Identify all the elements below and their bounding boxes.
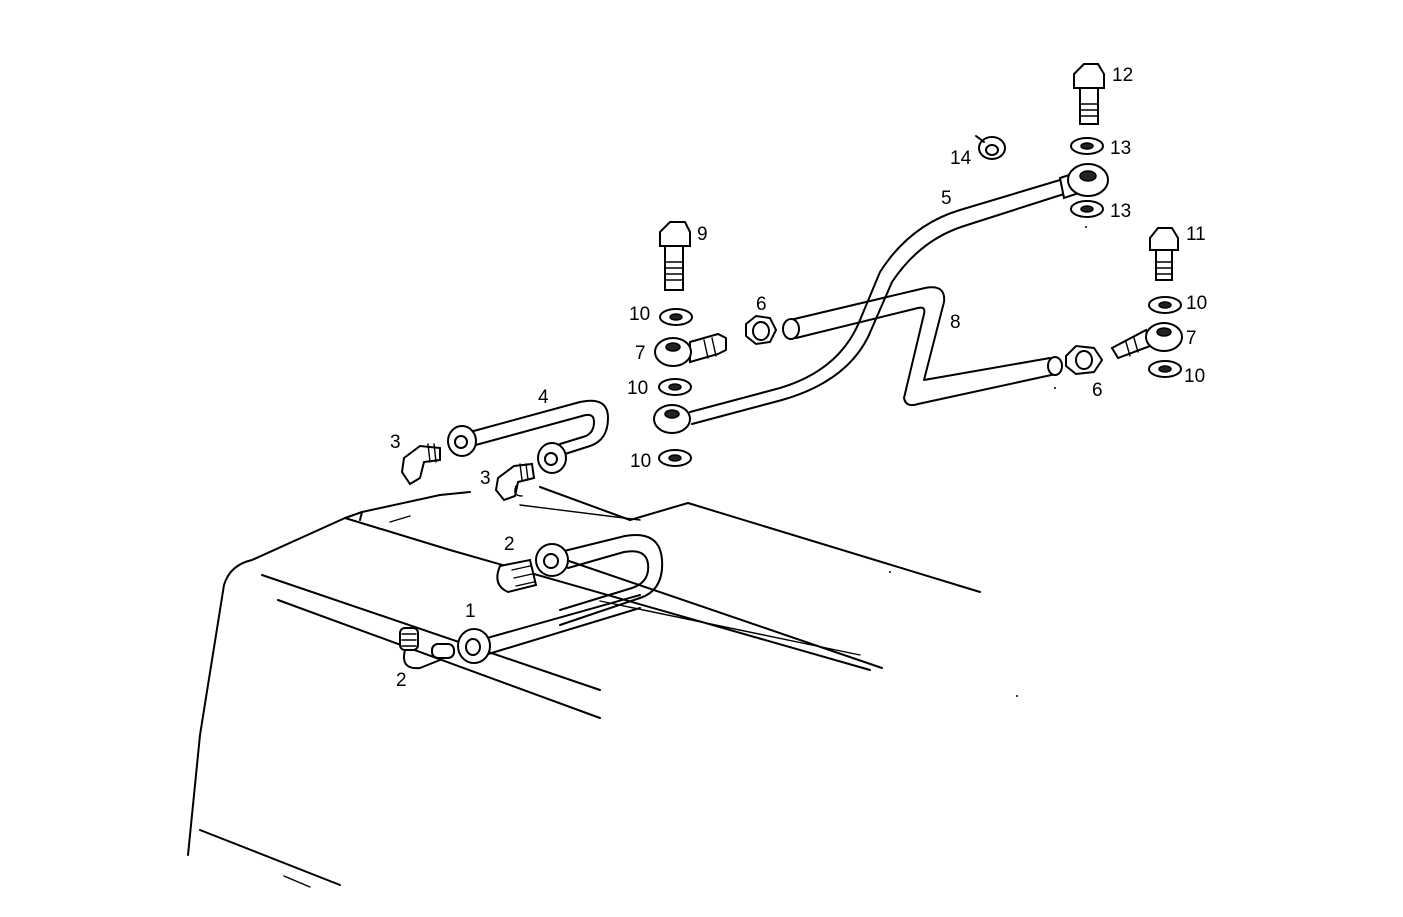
callout-13-bottom: 13 (1110, 201, 1131, 222)
part-2-lower-fitting (399, 627, 455, 670)
scan-specks (889, 226, 1087, 697)
part-13-washer-bottom (1070, 200, 1104, 218)
part-8-zigzag-pipe (782, 286, 1063, 407)
part-10-washer-right-bottom (1148, 360, 1182, 378)
callout-13-top: 13 (1110, 138, 1131, 159)
part-13-washer-top (1070, 137, 1104, 155)
part-7-banjo-right (1110, 322, 1183, 360)
callout-8: 8 (950, 312, 961, 333)
callout-1: 1 (465, 601, 476, 622)
part-10-washer-left-1 (659, 308, 693, 326)
part-11-bolt (1149, 227, 1179, 281)
tank-loop-pipe (559, 534, 664, 626)
callout-10-right-bottom: 10 (1184, 366, 1205, 387)
callout-11: 11 (1186, 224, 1206, 245)
callout-6-left: 6 (756, 294, 767, 315)
part-10-washer-left-2 (658, 378, 692, 396)
callout-14: 14 (950, 148, 972, 169)
callout-10-left-3: 10 (630, 451, 651, 472)
part-1-fitting (457, 594, 641, 664)
callout-labels: 1 2 2 3 3 4 5 6 6 7 7 8 9 10 10 10 10 10… (390, 65, 1207, 691)
part-7-banjo-left (654, 332, 727, 367)
part-14-clip (975, 135, 1006, 160)
part-2-upper-fitting (496, 543, 569, 594)
tank-body (187, 486, 981, 888)
callout-5: 5 (941, 188, 952, 209)
part-5-long-pipe (653, 163, 1109, 434)
callout-6-right: 6 (1092, 380, 1103, 401)
part-3-elbow-right (494, 462, 536, 502)
callout-9: 9 (697, 224, 708, 245)
callout-3-right: 3 (480, 468, 491, 489)
part-10-washer-left-3 (658, 449, 692, 467)
part-6-nut-left (745, 314, 778, 346)
callout-10-left-1: 10 (629, 304, 650, 325)
callout-7-left: 7 (635, 343, 646, 364)
callout-2-upper: 2 (504, 534, 515, 555)
part-6-nut-right (1065, 344, 1104, 376)
part-3-elbow-left (400, 443, 441, 486)
part-12-bolt (1073, 63, 1105, 125)
part-9-bolt (659, 221, 691, 291)
callout-4: 4 (538, 387, 549, 408)
part-4-u-pipe (447, 399, 609, 474)
callout-2-lower: 2 (396, 670, 407, 691)
callout-10-right-top: 10 (1186, 293, 1207, 314)
callout-12: 12 (1112, 65, 1133, 86)
callout-7-right: 7 (1186, 328, 1197, 349)
callout-3-left: 3 (390, 432, 401, 453)
part-10-washer-right-top (1148, 296, 1182, 314)
callout-10-left-2: 10 (627, 378, 648, 399)
